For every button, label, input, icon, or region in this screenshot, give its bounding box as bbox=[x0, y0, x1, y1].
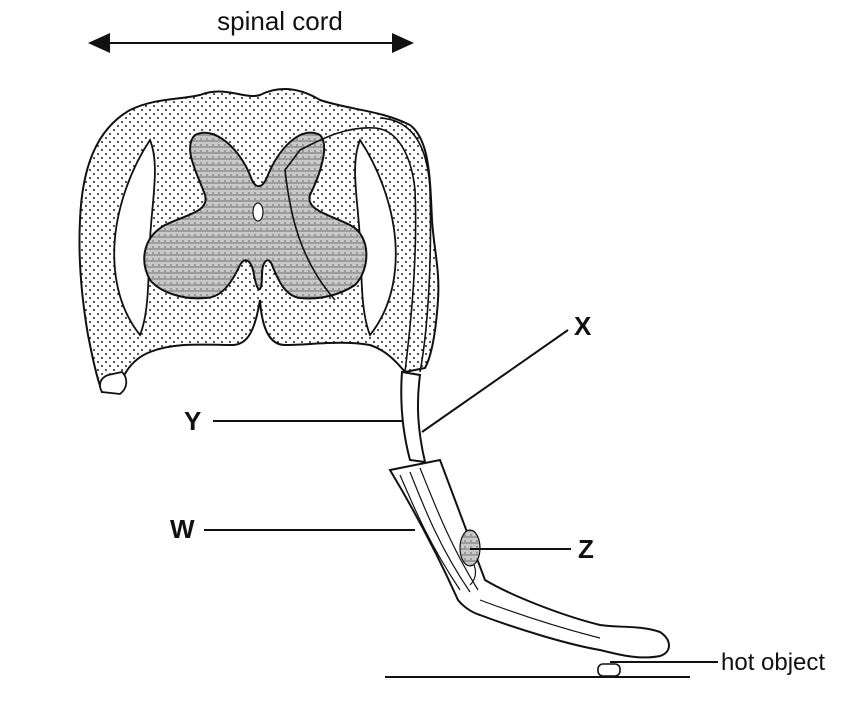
spinal-nerve bbox=[401, 372, 425, 462]
arm-outline bbox=[390, 460, 669, 657]
spinal-cord-label: spinal cord bbox=[217, 6, 343, 36]
central-canal bbox=[253, 203, 263, 221]
label-w: W bbox=[170, 514, 195, 544]
label-z: Z bbox=[578, 534, 594, 564]
hot-object bbox=[598, 664, 620, 676]
leader-x bbox=[422, 330, 568, 432]
label-x: X bbox=[574, 311, 592, 341]
label-hot-object: hot object bbox=[721, 649, 825, 676]
label-y: Y bbox=[184, 406, 201, 436]
